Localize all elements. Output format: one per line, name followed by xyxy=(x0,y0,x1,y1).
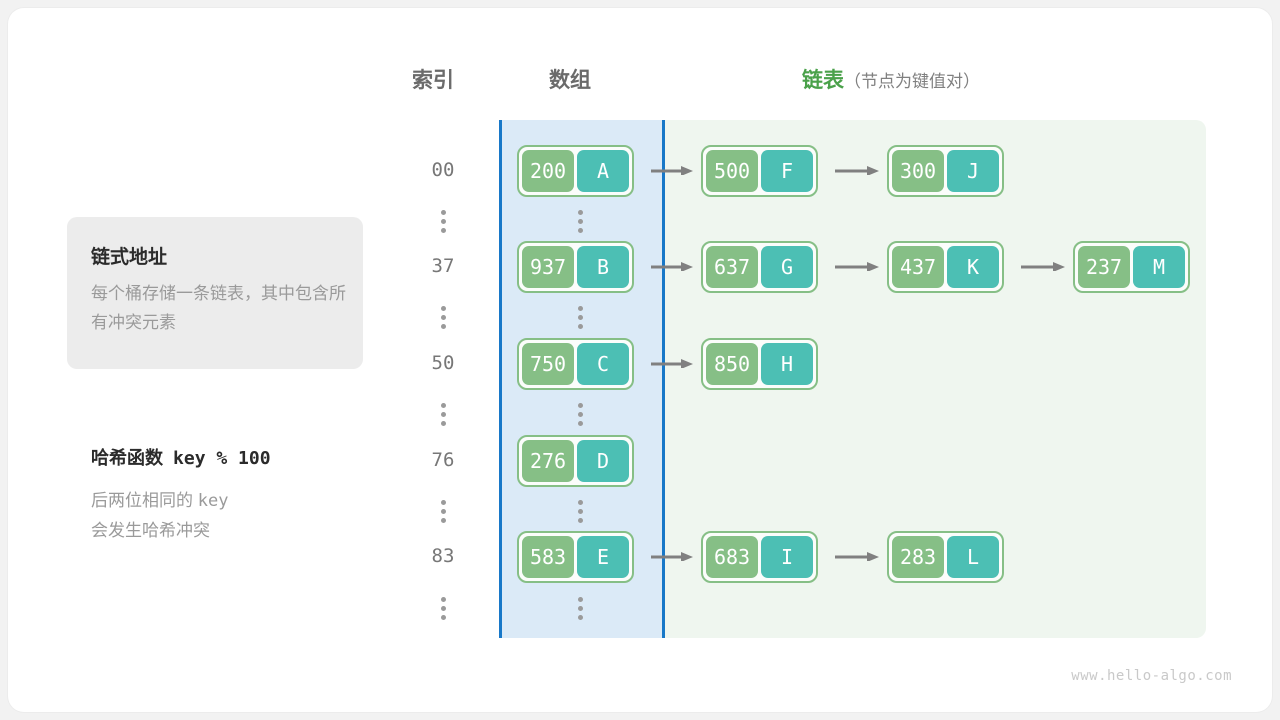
hash-function-expression: key % 100 xyxy=(173,448,271,469)
node-value: B xyxy=(577,246,629,288)
node-key: 300 xyxy=(892,150,944,192)
hash-function-body-line2: 会发生哈希冲突 xyxy=(91,521,210,540)
node-key: 283 xyxy=(892,536,944,578)
node-key: 500 xyxy=(706,150,758,192)
index-ellipsis xyxy=(408,597,478,620)
info-box: 链式地址 每个桶存储一条链表，其中包含所有冲突元素 xyxy=(67,217,363,369)
hash-function-body: 后两位相同的 key 会发生哈希冲突 xyxy=(91,486,228,545)
chain-arrow xyxy=(651,359,693,368)
chain-arrow xyxy=(1021,262,1065,271)
node-value: L xyxy=(947,536,999,578)
node-value: C xyxy=(577,343,629,385)
node-value: J xyxy=(947,150,999,192)
footer-url: www.hello-algo.com xyxy=(1071,668,1232,684)
node-key: 937 xyxy=(522,246,574,288)
bucket-index-label: 37 xyxy=(431,255,455,277)
node-value: K xyxy=(947,246,999,288)
array-ellipsis xyxy=(545,597,615,620)
array-ellipsis xyxy=(545,403,615,426)
array-ellipsis xyxy=(545,306,615,329)
header-index: 索引 xyxy=(412,69,454,92)
chain-arrow xyxy=(651,262,693,271)
node-key: 637 xyxy=(706,246,758,288)
node-value: F xyxy=(761,150,813,192)
hash-function-body-key: key xyxy=(197,491,229,511)
chain-arrow xyxy=(835,262,879,271)
chain-arrow xyxy=(835,552,879,561)
node-key: 200 xyxy=(522,150,574,192)
diagram-card: 索引 数组 链表（节点为键值对） 链式地址 每个桶存储一条链表，其中包含所有冲突… xyxy=(8,8,1272,712)
hash-function-title: 哈希函数 key % 100 xyxy=(91,444,271,470)
node-key: 276 xyxy=(522,440,574,482)
header-linked-list: 链表（节点为键值对） xyxy=(802,64,980,94)
index-ellipsis xyxy=(408,403,478,426)
index-ellipsis xyxy=(408,210,478,233)
info-box-body: 每个桶存储一条链表，其中包含所有冲突元素 xyxy=(91,284,346,332)
array-ellipsis xyxy=(545,210,615,233)
node-value: I xyxy=(761,536,813,578)
node-value: E xyxy=(577,536,629,578)
node-value: H xyxy=(761,343,813,385)
bucket-index-label: 83 xyxy=(431,545,455,567)
bucket-index-label: 50 xyxy=(431,352,455,374)
header-array: 数组 xyxy=(549,69,591,92)
node-key: 850 xyxy=(706,343,758,385)
info-box-title: 链式地址 xyxy=(91,247,168,268)
chain-arrow xyxy=(835,166,879,175)
index-ellipsis xyxy=(408,306,478,329)
node-key: 683 xyxy=(706,536,758,578)
node-value: D xyxy=(577,440,629,482)
hash-function-label: 哈希函数 xyxy=(91,448,163,468)
chain-arrow xyxy=(651,552,693,561)
node-value: M xyxy=(1133,246,1185,288)
bucket-index-label: 76 xyxy=(431,449,455,471)
bucket-index-label: 00 xyxy=(431,159,455,181)
node-key: 237 xyxy=(1078,246,1130,288)
node-key: 583 xyxy=(522,536,574,578)
hash-function-body-line1a: 后两位相同的 xyxy=(91,491,198,510)
node-value: G xyxy=(761,246,813,288)
node-key: 437 xyxy=(892,246,944,288)
array-ellipsis xyxy=(545,500,615,523)
header-linked-list-sublabel: （节点为键值对） xyxy=(844,72,980,91)
node-key: 750 xyxy=(522,343,574,385)
header-linked-list-label: 链表 xyxy=(802,69,844,92)
node-value: A xyxy=(577,150,629,192)
chain-arrow xyxy=(651,166,693,175)
index-ellipsis xyxy=(408,500,478,523)
